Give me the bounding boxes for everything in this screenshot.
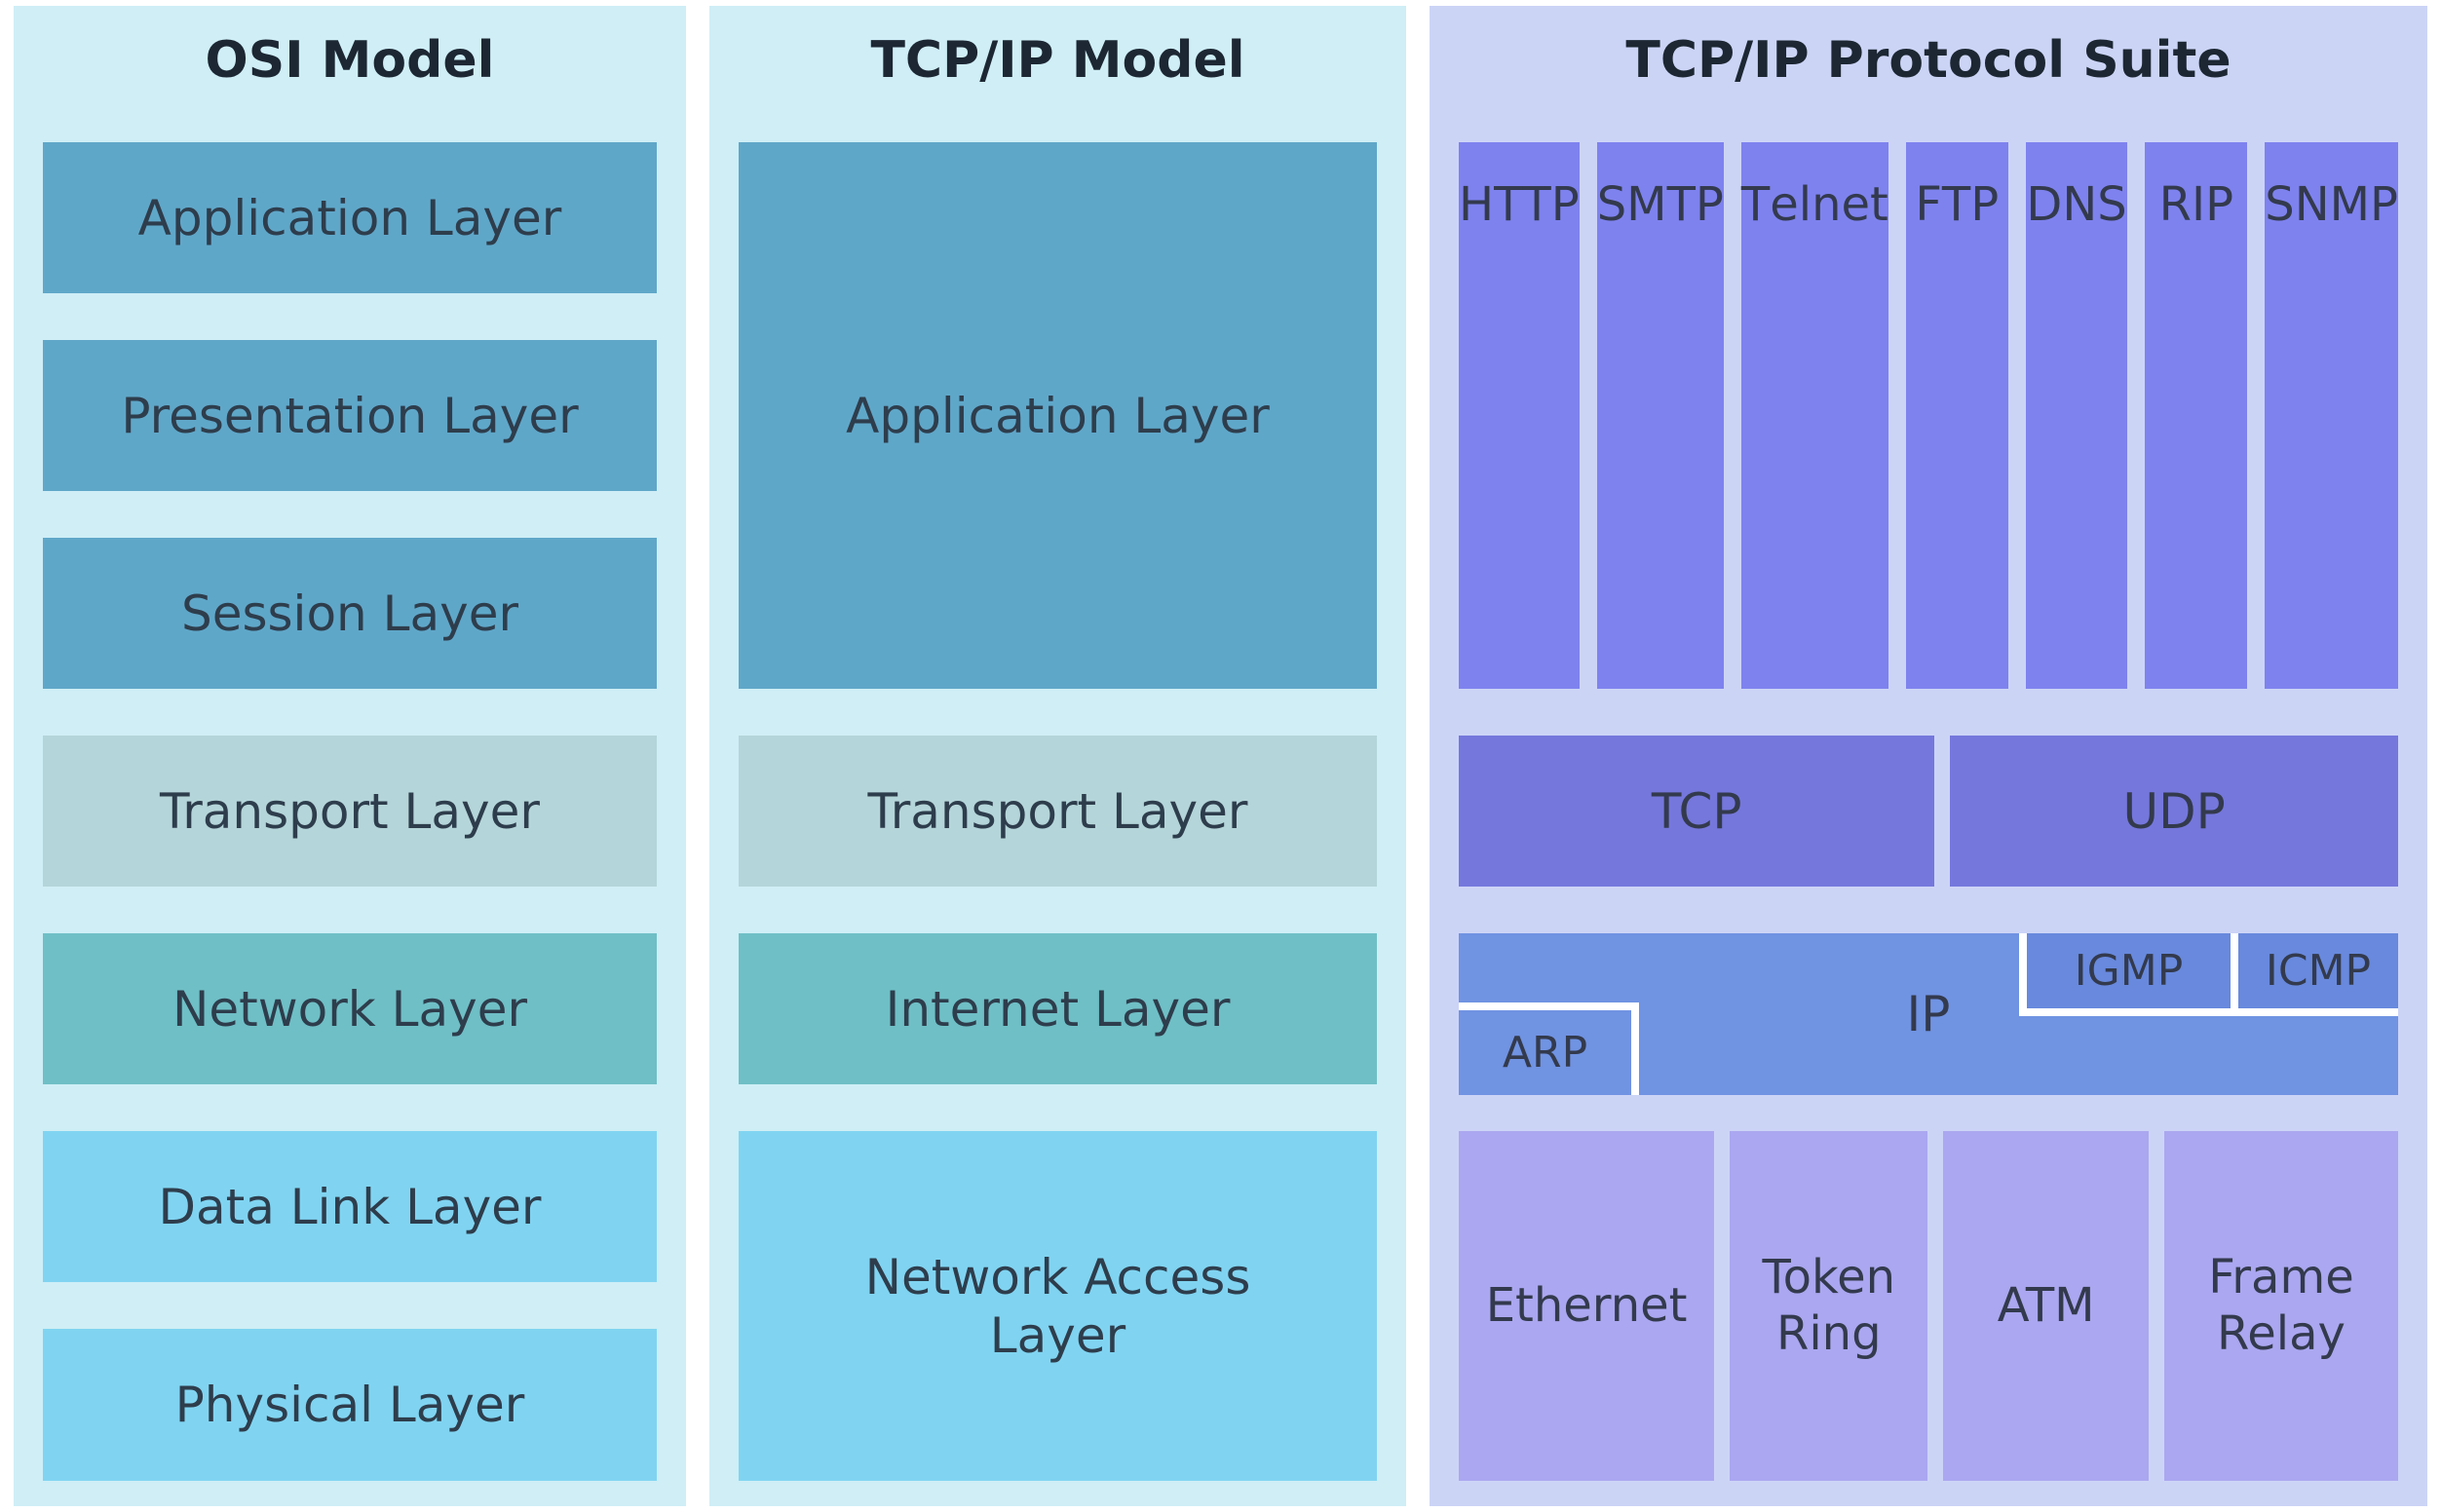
osi-layer-data-link: Data Link Layer	[43, 1131, 657, 1282]
link-technologies-row: Ethernet Token Ring ATM Frame Relay	[1459, 1131, 2398, 1481]
udp-box: UDP	[1950, 736, 2398, 887]
protocol-suite-title: TCP/IP Protocol Suite	[1625, 31, 2231, 90]
ip-band: IP ARP IGMP ICMP	[1459, 933, 2398, 1095]
icmp-box: ICMP	[2231, 933, 2398, 1016]
link-ethernet: Ethernet	[1459, 1131, 1715, 1481]
osi-layer-transport: Transport Layer	[43, 736, 657, 887]
osi-layer-presentation: Presentation Layer	[43, 340, 657, 491]
tcpip-layer-transport: Transport Layer	[739, 736, 1377, 887]
tcpip-layer-network-access-label: Network Access Layer	[864, 1248, 1251, 1364]
tcpip-layer-application: Application Layer	[739, 142, 1377, 689]
osi-layer-physical: Physical Layer	[43, 1329, 657, 1481]
tcpip-layer-network-access: Network Access Layer	[739, 1131, 1377, 1481]
arp-box: ARP	[1459, 1002, 1639, 1095]
tcpip-model-title: TCP/IP Model	[870, 31, 1245, 90]
tcp-box: TCP	[1459, 736, 1935, 887]
osi-layer-network: Network Layer	[43, 933, 657, 1084]
tcpip-model-panel: TCP/IP Model Application Layer Transport…	[709, 6, 1406, 1506]
tcpip-layer-internet: Internet Layer	[739, 933, 1377, 1084]
osi-layer-application: Application Layer	[43, 142, 657, 293]
link-atm: ATM	[1943, 1131, 2149, 1481]
link-token-ring: Token Ring	[1730, 1131, 1928, 1481]
osi-model-title: OSI Model	[205, 31, 495, 90]
link-frame-relay: Frame Relay	[2163, 1131, 2398, 1481]
osi-layer-session: Session Layer	[43, 538, 657, 689]
osi-model-panel: OSI Model Application Layer Presentation…	[14, 6, 686, 1506]
igmp-box: IGMP	[2019, 933, 2231, 1016]
ip-label: IP	[1906, 986, 1951, 1042]
transport-protocols-row: TCP UDP	[1459, 736, 2398, 887]
